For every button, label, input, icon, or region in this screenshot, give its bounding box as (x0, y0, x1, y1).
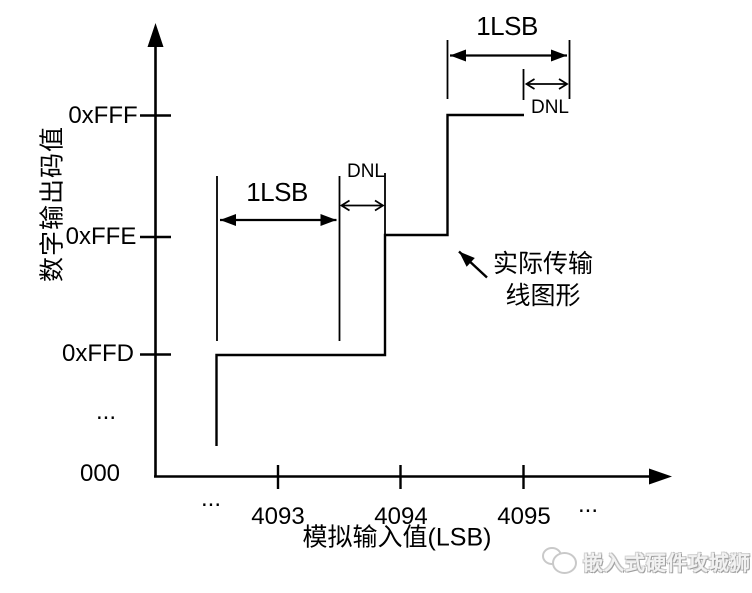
x-axis-title: 模拟输入值(LSB) (302, 523, 492, 552)
callout-arrow-icon (458, 250, 488, 279)
y-tick-label-0xfff: 0xFFF (68, 102, 138, 130)
y-tick-label-0xffe: 0xFFE (65, 223, 137, 251)
y-tick-label-0xffd: 0xFFD (62, 340, 134, 368)
y-axis-title: 数字输出码值 (38, 125, 67, 283)
label-1lsb-top: 1LSB (476, 11, 538, 42)
x-tick-label-4095: 4095 (497, 503, 551, 531)
y-origin-label: 000 (79, 460, 121, 488)
x-axis-ellipsis-left: ... (200, 485, 222, 513)
x-axis-ellipsis-right: ... (577, 491, 599, 519)
label-1lsb-mid: 1LSB (246, 177, 308, 208)
watermark: 嵌入式硬件攻城狮 (540, 544, 751, 578)
watermark-logo-icon (540, 544, 580, 578)
callout-actual-transfer-line: 实际传输 线图形 (493, 248, 593, 312)
y-axis-arrowhead-icon (147, 23, 164, 47)
y-axis-ellipsis: ... (95, 398, 117, 426)
x-tick-label-4094: 4094 (374, 503, 428, 531)
label-dnl-top: DNL (530, 97, 570, 119)
callout-line2: 线图形 (505, 282, 581, 310)
x-tick-label-4093: 4093 (251, 503, 305, 531)
x-axis-arrowhead-icon (649, 468, 672, 485)
label-dnl-mid: DNL (346, 161, 386, 183)
watermark-text: 嵌入式硬件攻城狮 (583, 552, 751, 575)
callout-line1: 实际传输 (492, 250, 594, 278)
